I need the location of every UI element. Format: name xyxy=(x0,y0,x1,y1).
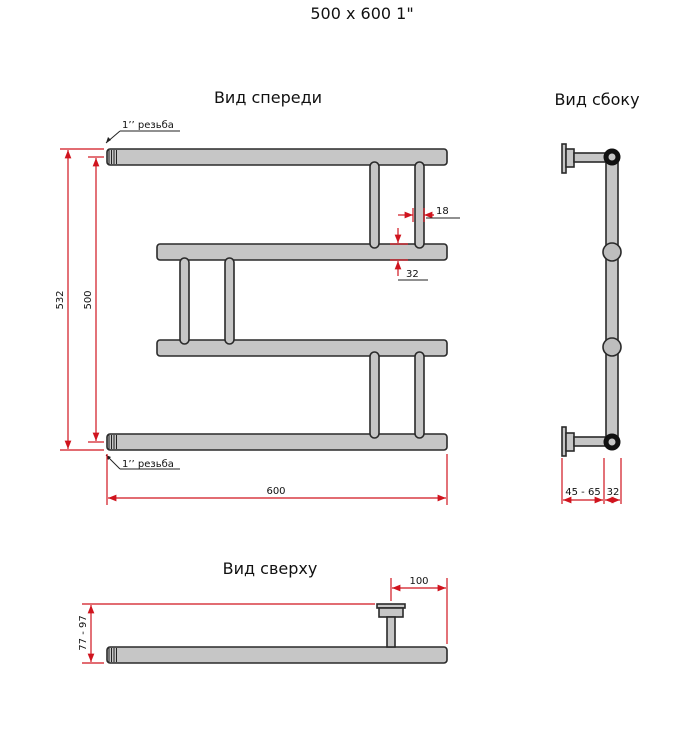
dim-mount-offset-text: 100 xyxy=(409,576,428,587)
side-end-cap-top-inner xyxy=(607,152,617,162)
top-view-label: Вид сверху xyxy=(223,559,318,578)
front-jumper-lower-right xyxy=(414,351,425,439)
side-flange-bottom xyxy=(565,432,575,452)
front-view-label: Вид спереди xyxy=(214,88,322,107)
front-jumper-middle-right xyxy=(224,257,235,345)
dim-overall-height: 532 xyxy=(55,148,104,451)
thread-note-top-text: 1’’ резьба xyxy=(122,120,174,131)
dim-gap: 18 xyxy=(398,206,460,222)
dim-gap-text: 18 xyxy=(436,206,449,217)
top-bracket xyxy=(386,616,396,648)
front-jumper-upper-left xyxy=(369,161,380,249)
dim-mount-offset: 100 xyxy=(390,576,448,644)
drawing-title: 500 x 600 1" xyxy=(310,4,413,23)
front-view: Вид спереди 1’’ ре xyxy=(55,88,460,505)
side-view: Вид сбоку 45 - 65 32 xyxy=(554,90,640,504)
dim-depth-text: 77 - 97 xyxy=(78,615,89,650)
thread-note-top: 1’’ резьба xyxy=(105,120,180,144)
thread-note-bottom-text: 1’’ резьба xyxy=(122,459,174,470)
side-pipe-end-upper xyxy=(602,242,622,262)
side-vertical-pipe xyxy=(605,156,619,444)
dim-side-pipe-text: 32 xyxy=(607,487,620,498)
side-pipe-end-lower xyxy=(602,337,622,357)
dim-wall-distance: 45 - 65 32 xyxy=(561,458,622,504)
dim-pipe-diameter: 32 xyxy=(390,228,428,281)
front-bar-2 xyxy=(156,243,448,261)
front-jumper-upper-right xyxy=(414,161,425,249)
front-bar-4 xyxy=(106,433,448,451)
front-jumper-middle-left xyxy=(179,257,190,345)
dim-center-height: 500 xyxy=(83,156,104,443)
thread-hatch-top xyxy=(108,150,117,164)
dim-pipe-diameter-text: 32 xyxy=(406,269,419,280)
top-thread-hatch xyxy=(108,648,117,662)
top-view: Вид сверху 100 77 - 97 xyxy=(78,559,448,664)
side-bracket-bottom xyxy=(573,436,607,447)
front-bar-1 xyxy=(106,148,448,166)
dim-overall-height-text: 532 xyxy=(55,290,66,309)
top-bar xyxy=(106,646,448,664)
side-end-cap-bottom-inner xyxy=(607,437,617,447)
top-flange xyxy=(378,607,404,618)
dim-depth: 77 - 97 xyxy=(78,603,375,664)
dim-width: 600 xyxy=(106,454,448,505)
front-bar-3 xyxy=(156,339,448,357)
dim-center-height-text: 500 xyxy=(83,290,94,309)
side-bracket-top xyxy=(573,152,607,163)
thread-note-bottom: 1’’ резьба xyxy=(105,454,180,470)
side-flange-top xyxy=(565,148,575,168)
thread-hatch-bottom xyxy=(108,435,117,449)
front-jumper-lower-left xyxy=(369,351,380,439)
side-view-label: Вид сбоку xyxy=(554,90,639,109)
dim-wall-distance-text: 45 - 65 xyxy=(565,487,600,498)
dim-width-text: 600 xyxy=(266,486,285,497)
